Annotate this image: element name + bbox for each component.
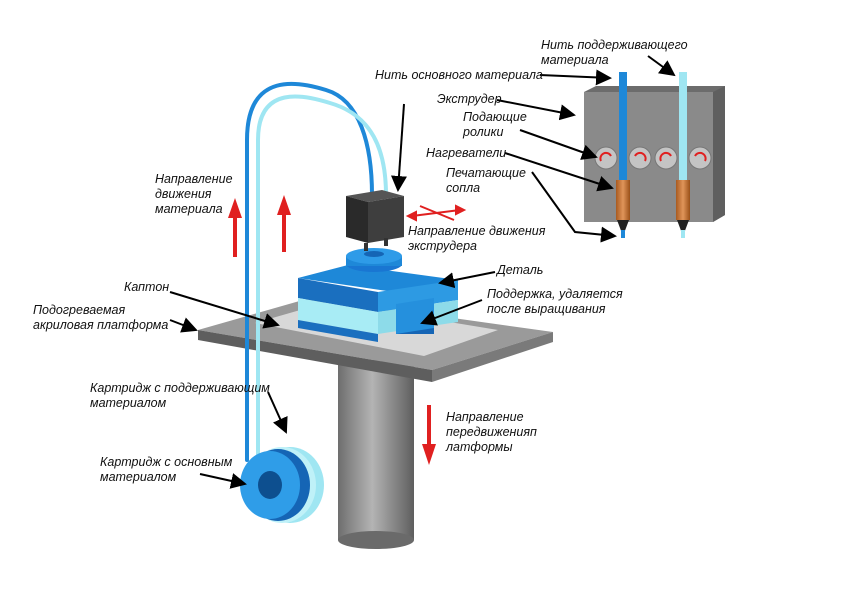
label-kapton: Каптон [124, 280, 170, 294]
extruder-detail-inset [584, 72, 725, 238]
printed-part [298, 248, 458, 342]
platform-direction-arrow [422, 405, 436, 465]
pointer-lines [169, 55, 676, 489]
feed-rollers [594, 146, 712, 170]
label-heaters: Нагреватели [426, 146, 507, 160]
label-main-filament: Нить основного материала [375, 68, 543, 82]
main-cartridge [240, 449, 310, 521]
platform-column [338, 360, 414, 549]
label-extruder: Экструдер [437, 92, 502, 106]
extruder-block [346, 190, 404, 251]
material-direction-arrows [228, 195, 291, 257]
label-part: Деталь [497, 263, 544, 277]
heater-nozzles [616, 180, 690, 238]
filament-lines [245, 81, 388, 462]
extruder-direction-arrows [405, 204, 467, 222]
